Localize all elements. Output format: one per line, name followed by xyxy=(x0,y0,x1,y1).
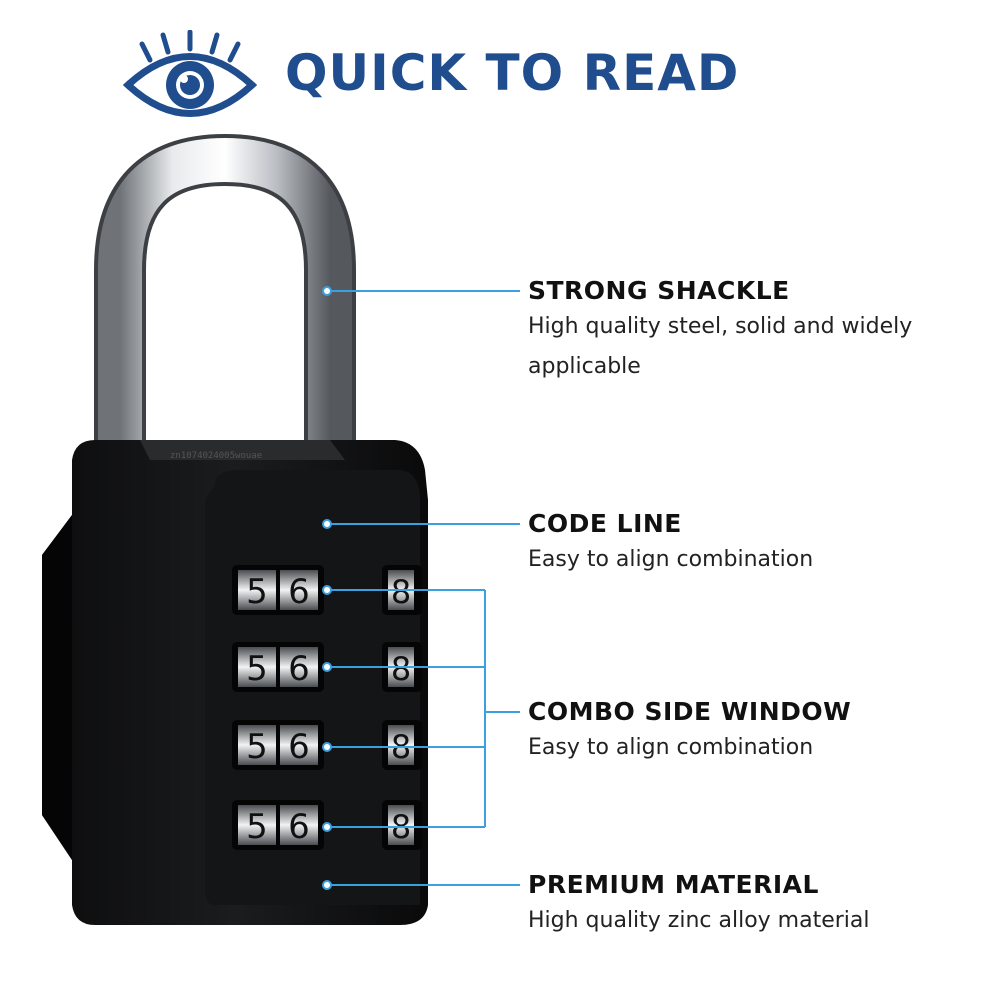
svg-text:5: 5 xyxy=(246,727,268,767)
feature-title: PREMIUM MATERIAL xyxy=(528,870,819,899)
page-title: QUICK TO READ xyxy=(285,44,740,102)
svg-text:6: 6 xyxy=(288,727,310,767)
svg-text:8: 8 xyxy=(391,650,411,688)
svg-text:6: 6 xyxy=(288,572,310,612)
callout-lines xyxy=(322,286,520,890)
feature-description: Easy to align combination xyxy=(528,547,814,572)
svg-text:5: 5 xyxy=(246,649,268,689)
svg-text:6: 6 xyxy=(288,649,310,689)
svg-text:8: 8 xyxy=(391,573,411,611)
feature-title: STRONG SHACKLE xyxy=(528,276,790,305)
feature-strong-shackle: STRONG SHACKLE High quality steel, solid… xyxy=(528,276,978,387)
feature-code-line: CODE LINE Easy to align combination xyxy=(528,509,978,580)
svg-text:5: 5 xyxy=(246,807,268,847)
shackle xyxy=(94,133,356,450)
feature-description: High quality zinc alloy material xyxy=(528,908,870,933)
svg-text:5: 5 xyxy=(246,572,268,612)
feature-title: COMBO SIDE WINDOW xyxy=(528,697,852,726)
header: QUICK TO READ xyxy=(120,30,820,120)
feature-title: CODE LINE xyxy=(528,509,682,538)
feature-description: High quality steel, solid and widely app… xyxy=(528,314,913,379)
feature-description: Easy to align combination xyxy=(528,735,814,760)
feature-premium-material: PREMIUM MATERIAL High quality zinc alloy… xyxy=(528,870,978,941)
svg-text:zn1074024005wouae: zn1074024005wouae xyxy=(170,451,262,461)
svg-text:6: 6 xyxy=(288,807,310,847)
feature-combo-side-window: COMBO SIDE WINDOW Easy to align combinat… xyxy=(528,697,978,768)
eye-icon xyxy=(122,30,258,117)
